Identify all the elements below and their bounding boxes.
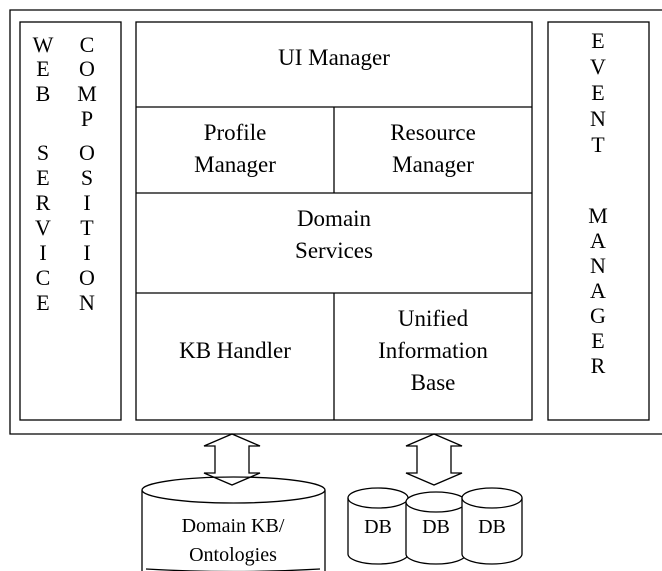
wsc-col2-letter: N — [79, 290, 95, 315]
profile-manager-label-line: Profile — [204, 120, 267, 145]
domain-kb-cylinder-bottom — [145, 568, 321, 571]
wsc-col2-letter: O — [79, 140, 95, 165]
wsc-col1-letter: C — [36, 265, 51, 290]
kb-handler-label: KB Handler — [179, 338, 291, 363]
wsc-col1-letter: B — [36, 81, 51, 106]
wsc-col2-letter: M — [77, 81, 97, 106]
domain-services-label-line: Domain — [297, 206, 372, 231]
event-manager-letter: N — [590, 253, 606, 278]
event-manager-label: E V E N T M A N A G E R — [588, 28, 608, 378]
profile-manager-label-line: Manager — [194, 152, 276, 177]
unified-information-base-label-line: Unified — [398, 306, 469, 331]
wsc-col2-letter: I — [83, 190, 90, 215]
wsc-col2-letter: I — [83, 240, 90, 265]
domain-kb-cylinder — [141, 476, 326, 571]
event-manager-letter: T — [591, 132, 605, 157]
db-label: DB — [478, 516, 506, 538]
event-manager-letter: G — [590, 303, 606, 328]
double-arrow-left — [203, 433, 261, 486]
event-manager-letter: E — [591, 328, 604, 353]
unified-information-base-label-line: Base — [411, 370, 456, 395]
event-manager-letter: E — [591, 80, 604, 105]
wsc-col1-letter: W — [33, 32, 54, 57]
web-service-composition-box — [19, 21, 122, 421]
event-manager-letter: A — [590, 278, 606, 303]
resource-manager-label-line: Manager — [392, 152, 474, 177]
db-label: DB — [422, 516, 450, 538]
event-manager-letter: M — [588, 203, 608, 228]
event-manager-box — [547, 21, 650, 421]
wsc-col1-letter: I — [39, 240, 46, 265]
db-cylinder-3 — [461, 487, 523, 565]
wsc-col2-letter: O — [79, 265, 95, 290]
wsc-col1-letter: S — [37, 140, 49, 165]
event-manager-letter: R — [591, 353, 606, 378]
event-manager-letter: V — [590, 54, 606, 79]
resource-manager-label-line: Resource — [390, 120, 476, 145]
web-service-composition-label: W E B S E R V I C E C O M P O S I T I O … — [33, 32, 97, 315]
db-label: DB — [364, 516, 392, 538]
unified-information-base-label-line: Information — [378, 338, 488, 363]
wsc-col2-letter: O — [79, 56, 95, 81]
domain-services-label-line: Services — [295, 238, 373, 263]
ui-manager-label: UI Manager — [278, 45, 390, 70]
wsc-col2-letter: P — [81, 106, 93, 131]
wsc-col1-letter: E — [36, 165, 49, 190]
wsc-col2-letter: T — [80, 215, 94, 240]
event-manager-letter: N — [590, 106, 606, 131]
wsc-col2-letter: S — [81, 165, 93, 190]
wsc-col1-letter: E — [36, 290, 49, 315]
event-manager-letter: A — [590, 228, 606, 253]
wsc-col1-letter: V — [35, 215, 51, 240]
double-arrow-right — [405, 433, 463, 486]
wsc-col2-letter: C — [80, 32, 95, 57]
wsc-col1-letter: E — [36, 56, 49, 81]
outer-frame — [9, 9, 662, 435]
domain-kb-label-line: Domain KB/ — [182, 515, 285, 537]
wsc-col1-letter: R — [36, 190, 51, 215]
domain-kb-label-line: Ontologies — [189, 544, 277, 566]
event-manager-letter: E — [591, 28, 604, 53]
